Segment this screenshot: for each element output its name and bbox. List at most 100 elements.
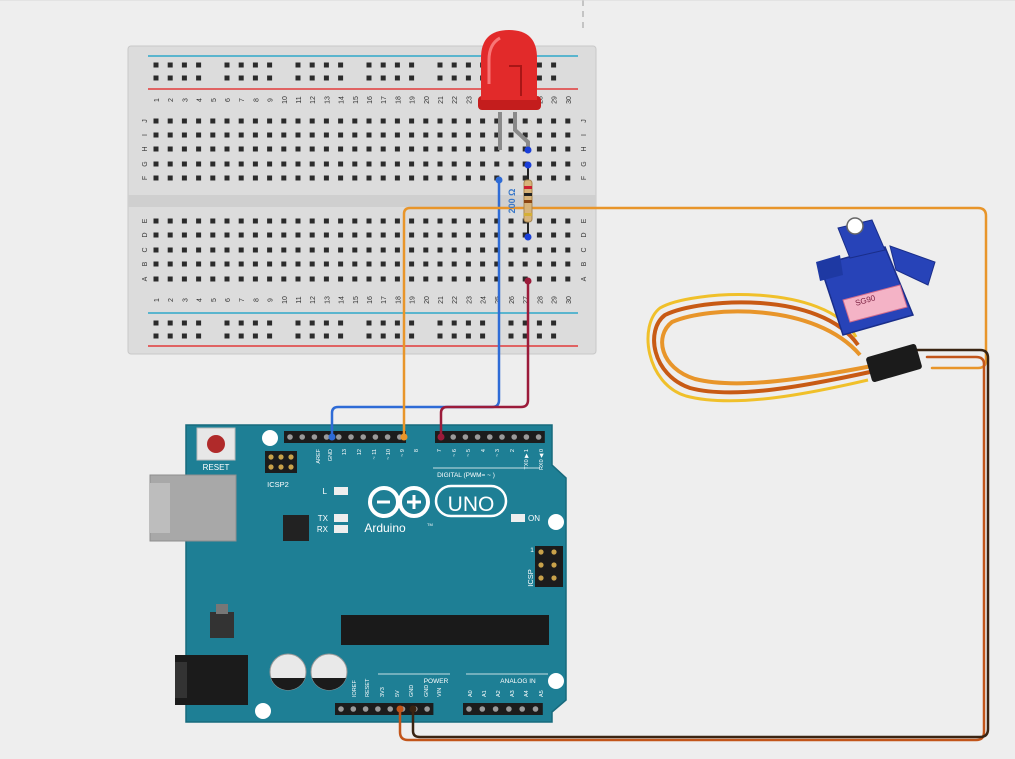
breadboard-hole[interactable] (238, 261, 244, 267)
rail-hole[interactable] (522, 320, 528, 326)
rail-hole[interactable] (380, 320, 386, 326)
breadboard-hole[interactable] (153, 218, 159, 224)
breadboard-hole[interactable] (565, 218, 571, 224)
breadboard-hole[interactable] (536, 218, 542, 224)
breadboard-hole[interactable] (522, 175, 528, 181)
breadboard-hole[interactable] (153, 247, 159, 253)
breadboard-hole[interactable] (494, 276, 500, 282)
rail-hole[interactable] (295, 75, 301, 81)
rail-hole[interactable] (394, 62, 400, 68)
breadboard-hole[interactable] (451, 118, 457, 124)
breadboard-hole[interactable] (409, 261, 415, 267)
breadboard-hole[interactable] (352, 132, 358, 138)
breadboard-hole[interactable] (451, 132, 457, 138)
rail-hole[interactable] (196, 62, 202, 68)
breadboard-hole[interactable] (494, 118, 500, 124)
breadboard-hole[interactable] (508, 118, 514, 124)
rail-hole[interactable] (551, 75, 557, 81)
rail-hole[interactable] (224, 320, 230, 326)
breadboard-hole[interactable] (338, 146, 344, 152)
breadboard-hole[interactable] (267, 218, 273, 224)
breadboard-hole[interactable] (536, 261, 542, 267)
breadboard-hole[interactable] (309, 247, 315, 253)
breadboard-hole[interactable] (437, 276, 443, 282)
breadboard-hole[interactable] (451, 247, 457, 253)
breadboard-hole[interactable] (352, 276, 358, 282)
breadboard-hole[interactable] (238, 175, 244, 181)
breadboard-hole[interactable] (224, 247, 230, 253)
breadboard-hole[interactable] (508, 247, 514, 253)
breadboard-hole[interactable] (494, 161, 500, 167)
breadboard-hole[interactable] (394, 218, 400, 224)
breadboard-hole[interactable] (565, 276, 571, 282)
breadboard-hole[interactable] (451, 276, 457, 282)
breadboard-hole[interactable] (238, 161, 244, 167)
header-pin[interactable] (350, 706, 357, 712)
breadboard-hole[interactable] (309, 161, 315, 167)
breadboard-hole[interactable] (196, 247, 202, 253)
digital-header[interactable] (284, 431, 545, 443)
header-pin[interactable] (519, 706, 525, 712)
breadboard-hole[interactable] (465, 146, 471, 152)
breadboard-hole[interactable] (281, 247, 287, 253)
breadboard-hole[interactable] (352, 247, 358, 253)
breadboard-hole[interactable] (380, 132, 386, 138)
rail-hole[interactable] (451, 75, 457, 81)
breadboard-hole[interactable] (551, 276, 557, 282)
header-pin[interactable] (338, 706, 344, 712)
breadboard-hole[interactable] (494, 132, 500, 138)
breadboard-hole[interactable] (494, 247, 500, 253)
rail-hole[interactable] (338, 62, 344, 68)
breadboard-hole[interactable] (551, 175, 557, 181)
breadboard-hole[interactable] (252, 146, 258, 152)
breadboard-hole[interactable] (480, 175, 486, 181)
header-pin[interactable] (311, 434, 318, 440)
breadboard-hole[interactable] (281, 146, 287, 152)
breadboard-hole[interactable] (465, 218, 471, 224)
rail-hole[interactable] (465, 333, 471, 339)
breadboard-hole[interactable] (252, 247, 258, 253)
breadboard-hole[interactable] (224, 232, 230, 238)
header-pin[interactable] (360, 434, 367, 440)
breadboard-hole[interactable] (238, 247, 244, 253)
breadboard-hole[interactable] (352, 118, 358, 124)
breadboard-hole[interactable] (394, 247, 400, 253)
rail-hole[interactable] (267, 333, 273, 339)
breadboard-hole[interactable] (323, 247, 329, 253)
breadboard-hole[interactable] (352, 175, 358, 181)
rail-hole[interactable] (167, 333, 173, 339)
header-pin[interactable] (466, 706, 472, 712)
breadboard-hole[interactable] (196, 276, 202, 282)
breadboard-hole[interactable] (252, 218, 258, 224)
breadboard-hole[interactable] (196, 118, 202, 124)
rail-hole[interactable] (323, 320, 329, 326)
header-pin[interactable] (299, 434, 306, 440)
breadboard-hole[interactable] (551, 232, 557, 238)
breadboard-hole[interactable] (153, 232, 159, 238)
rail-hole[interactable] (380, 75, 386, 81)
breadboard-hole[interactable] (536, 161, 542, 167)
breadboard-hole[interactable] (252, 232, 258, 238)
breadboard-hole[interactable] (551, 118, 557, 124)
rail-hole[interactable] (366, 320, 372, 326)
breadboard-hole[interactable] (153, 161, 159, 167)
breadboard-hole[interactable] (508, 132, 514, 138)
header-pin[interactable] (375, 706, 381, 712)
breadboard-hole[interactable] (210, 276, 216, 282)
header-pin[interactable] (387, 706, 394, 712)
breadboard-hole[interactable] (238, 132, 244, 138)
rail-hole[interactable] (295, 320, 301, 326)
breadboard-hole[interactable] (536, 276, 542, 282)
breadboard-hole[interactable] (551, 261, 557, 267)
breadboard-hole[interactable] (323, 218, 329, 224)
header-pin[interactable] (384, 434, 391, 440)
breadboard-hole[interactable] (224, 276, 230, 282)
breadboard-hole[interactable] (309, 175, 315, 181)
breadboard-hole[interactable] (380, 276, 386, 282)
rail-hole[interactable] (153, 75, 159, 81)
breadboard-hole[interactable] (423, 118, 429, 124)
breadboard-hole[interactable] (210, 132, 216, 138)
rail-hole[interactable] (437, 320, 443, 326)
breadboard-hole[interactable] (196, 146, 202, 152)
rail-hole[interactable] (338, 75, 344, 81)
